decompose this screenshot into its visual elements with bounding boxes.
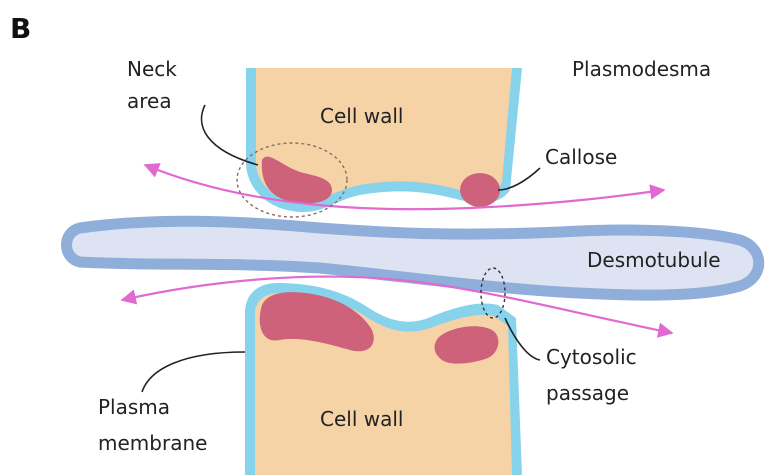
plasma-membrane-leader — [142, 352, 245, 392]
panel-label: B — [10, 12, 31, 45]
plasmodesma-label: Plasmodesma — [572, 57, 711, 81]
callose-top-right — [460, 173, 500, 207]
cytosolic-label-line1: Cytosolic — [546, 345, 637, 369]
callose-label: Callose — [545, 145, 617, 169]
plasma-label-line2: membrane — [98, 431, 207, 455]
plasma-label-line1: Plasma — [98, 395, 170, 419]
neck-label-line1: Neck — [127, 57, 177, 81]
desmotubule-label: Desmotubule — [587, 248, 721, 272]
cytosolic-label-line2: passage — [546, 381, 629, 405]
cell-wall-top-label: Cell wall — [320, 104, 403, 128]
cell-wall-bottom-label: Cell wall — [320, 407, 403, 431]
neck-label-line2: area — [127, 89, 172, 113]
